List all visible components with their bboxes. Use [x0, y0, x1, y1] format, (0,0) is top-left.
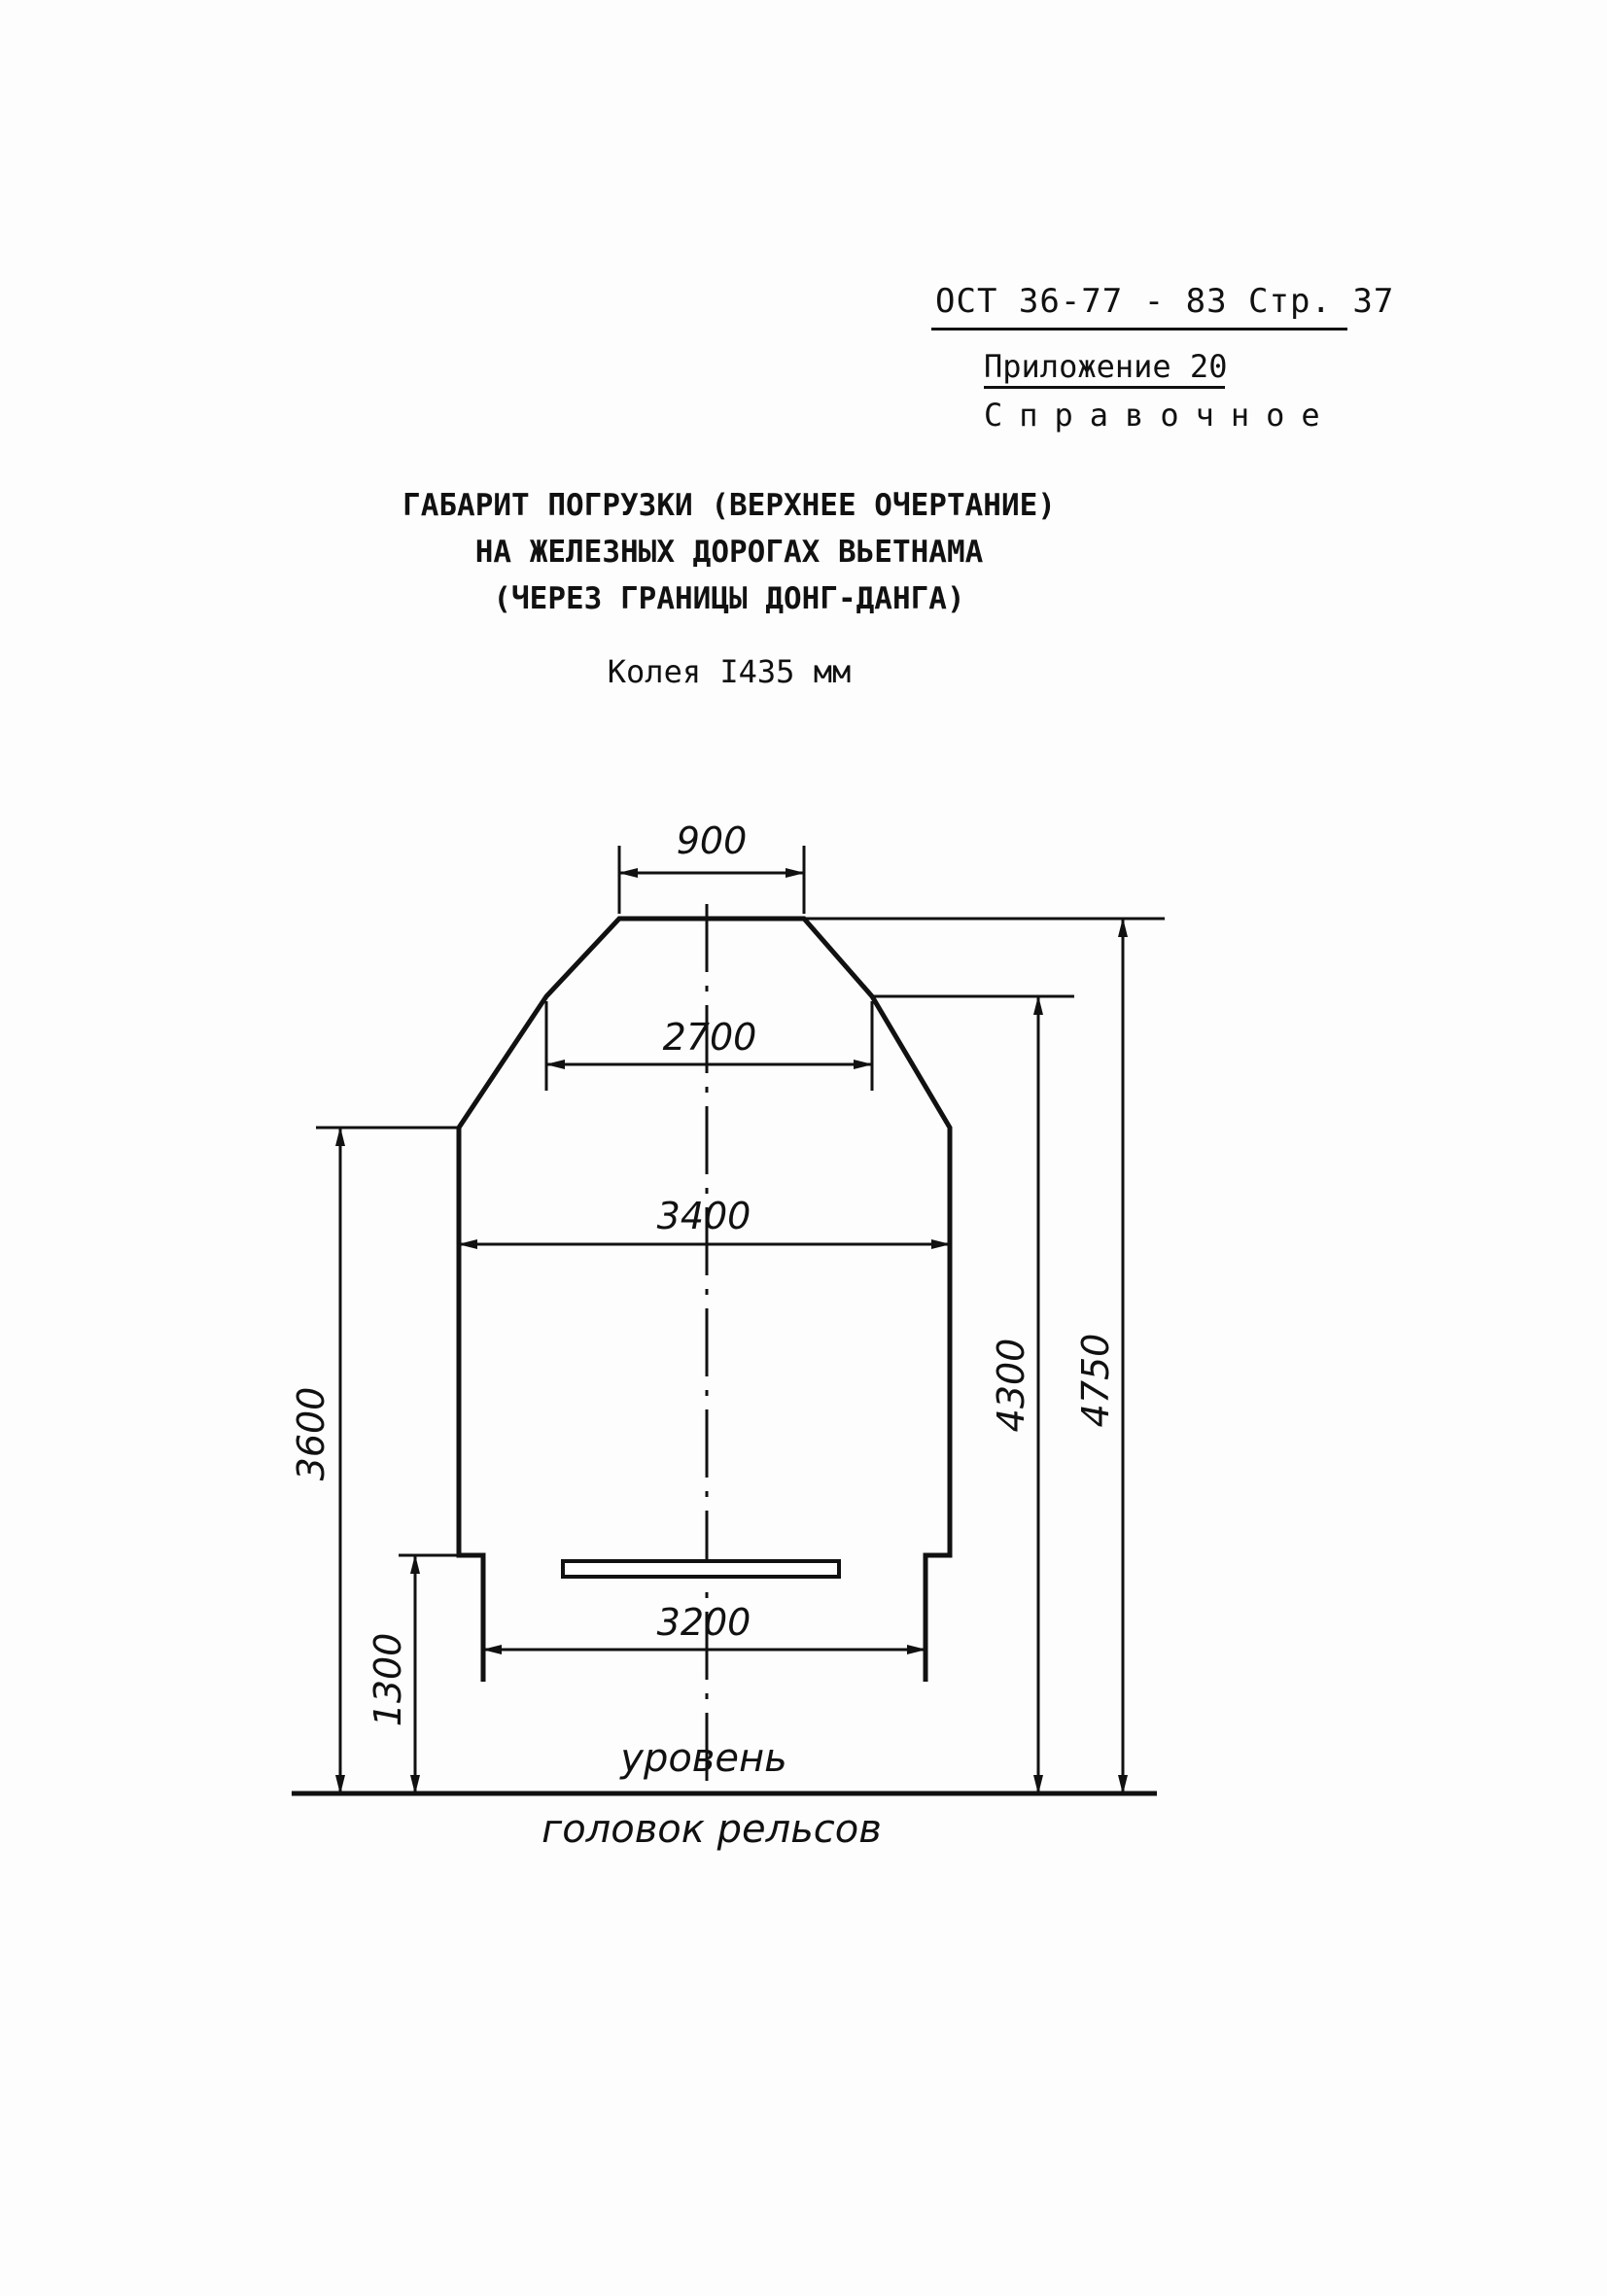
title-line-2: НА ЖЕЛЕЗНЫХ ДОРОГАХ ВЬЕТНАМА	[474, 535, 984, 570]
dim-3400: 3400	[657, 1195, 751, 1237]
standard-page-number: ОСТ 36-77 - 83 Стр. 37	[935, 282, 1395, 321]
level-label-line1: уровень	[619, 1736, 786, 1781]
dim-900: 900	[677, 819, 748, 862]
dim-1300: 1300	[367, 1633, 409, 1727]
track-gauge: Колея I435 мм	[607, 653, 852, 690]
rail-plate	[561, 1559, 841, 1579]
dim-3200: 3200	[657, 1601, 751, 1644]
dim-2700: 2700	[663, 1016, 757, 1059]
appendix-underline	[984, 386, 1225, 389]
appendix-label: Приложение 20	[984, 348, 1228, 385]
dim-4750: 4750	[1074, 1334, 1117, 1428]
reference-label: Справочное	[984, 397, 1337, 434]
dim-3600: 3600	[290, 1387, 332, 1481]
title-line-1: ГАБАРИТ ПОГРУЗКИ (ВЕРХНЕЕ ОЧЕРТАНИЕ)	[402, 488, 1056, 523]
dim-4300: 4300	[990, 1339, 1032, 1433]
level-label-line2: головок рельсов	[541, 1807, 882, 1852]
header-underline	[931, 328, 1347, 330]
title-line-3: (ЧЕРЕЗ ГРАНИЦЫ ДОНГ-ДАНГА)	[493, 581, 965, 616]
